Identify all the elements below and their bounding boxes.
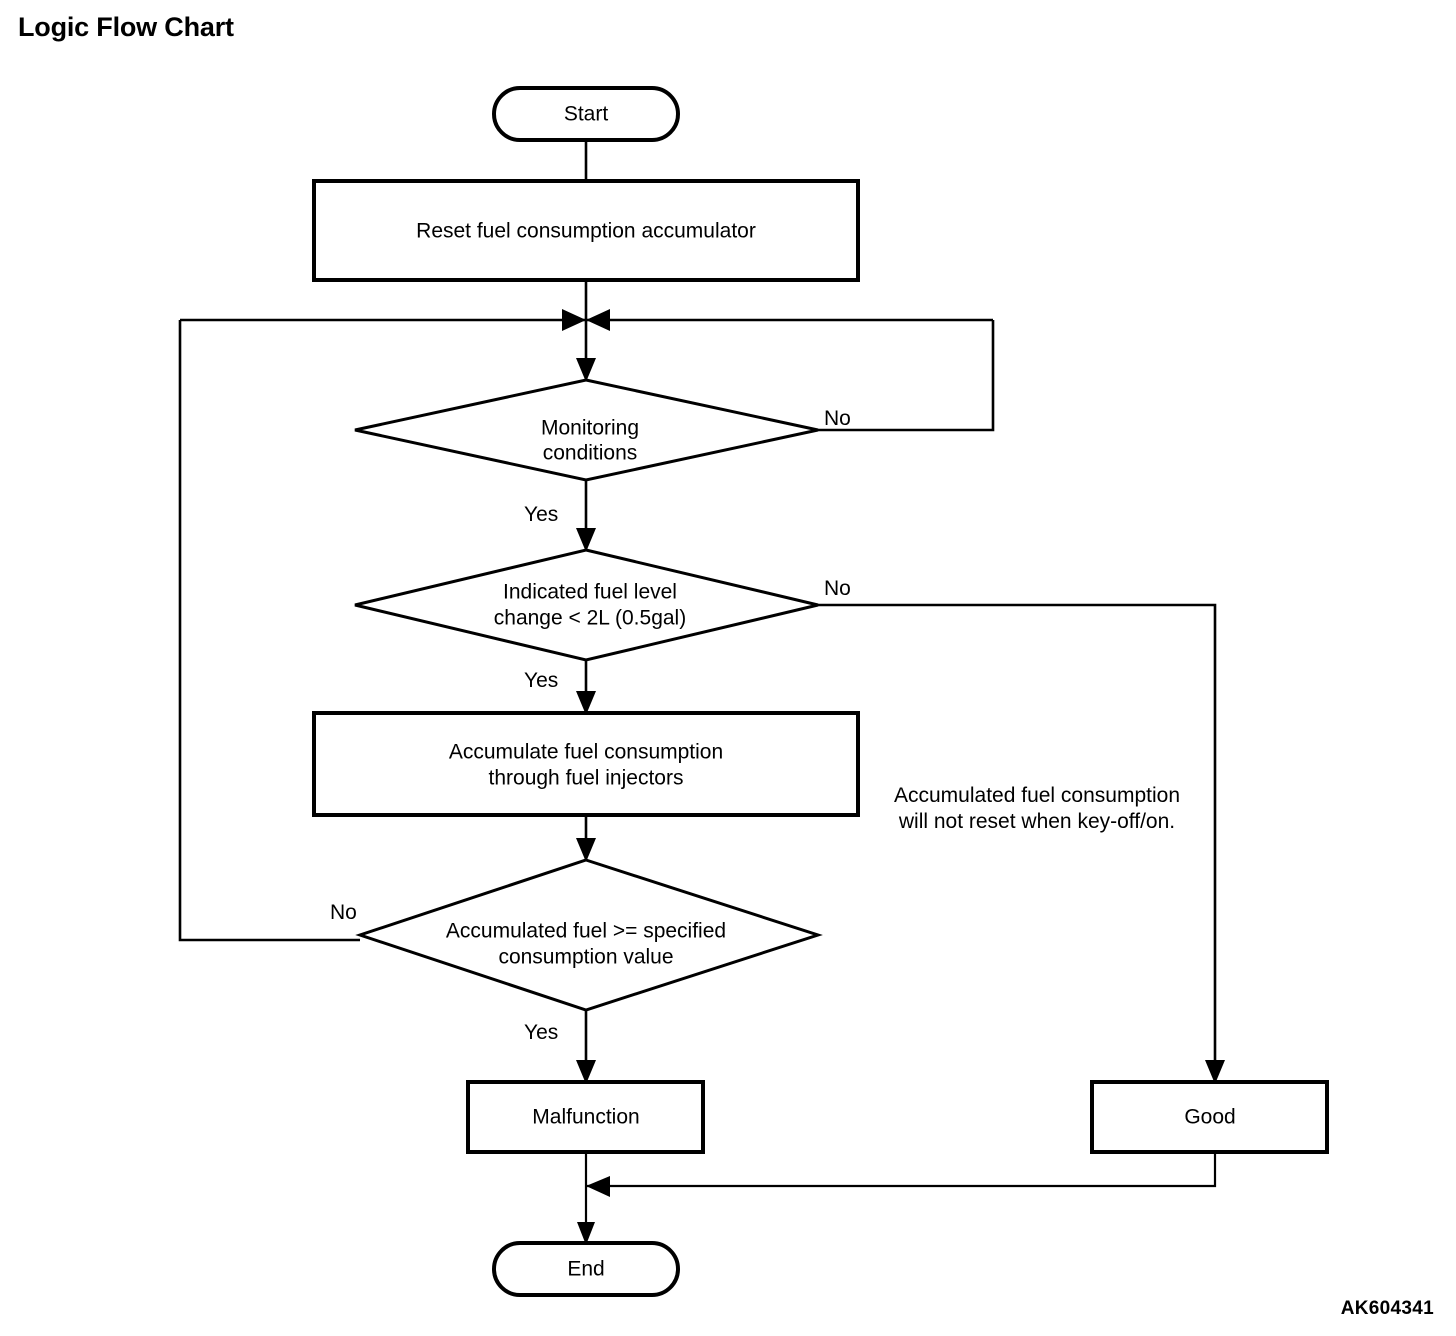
edge-fuel-level-yes xyxy=(576,660,596,715)
arrow-head-down-to-accumulate xyxy=(576,691,596,715)
edge-label-threshold-yes: Yes xyxy=(524,1021,558,1044)
edge-label-fuel-level-no: No xyxy=(824,577,851,600)
node-monitoring-conditions-label-line1: Monitoring xyxy=(541,417,639,440)
node-reset-accumulator[interactable]: Reset fuel consumption accumulator xyxy=(312,179,860,282)
arrow-head-down-to-fuel-level xyxy=(576,528,596,552)
edge-monitoring-no xyxy=(818,320,995,432)
arrow-head-merge-from-right xyxy=(586,309,610,331)
node-monitoring-conditions-label-line2: conditions xyxy=(543,442,638,465)
edge-label-fuel-level-yes: Yes xyxy=(524,669,558,692)
node-monitoring-conditions[interactable]: Monitoring conditions xyxy=(354,378,819,482)
page-title: Logic Flow Chart xyxy=(18,12,234,42)
arrow-head-left-to-end-line xyxy=(586,1176,610,1197)
edge-label-threshold-no: No xyxy=(330,901,357,924)
arrow-head-down-to-malfunction xyxy=(576,1060,596,1084)
node-start[interactable]: Start xyxy=(492,86,680,142)
node-good[interactable]: Good xyxy=(1090,1080,1329,1154)
node-accumulated-fuel-threshold-label-line1: Accumulated fuel >= specified xyxy=(446,920,726,943)
edge-monitoring-yes xyxy=(576,480,596,552)
annotation-key-off-note-line1: Accumulated fuel consumption xyxy=(894,784,1180,807)
annotation-key-off-note-line2: will not reset when key-off/on. xyxy=(898,810,1175,833)
node-end[interactable]: End xyxy=(492,1241,680,1297)
node-indicated-fuel-level-change-label-line1: Indicated fuel level xyxy=(503,581,677,604)
arrow-head-down-to-end xyxy=(577,1222,595,1245)
arrow-head-down-to-threshold xyxy=(576,838,596,862)
edge-threshold-no xyxy=(178,320,360,942)
edge-accumulate-to-threshold xyxy=(576,815,596,862)
node-accumulated-fuel-threshold-label-line2: consumption value xyxy=(498,946,673,969)
node-accumulate-fuel-consumption-label-line1: Accumulate fuel consumption xyxy=(449,741,723,764)
merge-junction-bus xyxy=(180,309,993,331)
node-indicated-fuel-level-change-label-line2: change < 2L (0.5gal) xyxy=(494,607,686,630)
node-good-label: Good xyxy=(1184,1106,1235,1129)
node-malfunction[interactable]: Malfunction xyxy=(466,1080,705,1154)
node-accumulated-fuel-threshold[interactable]: Accumulated fuel >= specified consumptio… xyxy=(355,858,823,1012)
node-malfunction-label: Malfunction xyxy=(532,1106,639,1129)
edge-good-to-end xyxy=(586,1152,1217,1197)
arrow-head-merge-from-left xyxy=(562,309,586,331)
node-end-label: End xyxy=(567,1258,604,1281)
edge-threshold-yes xyxy=(576,1010,596,1084)
node-accumulate-fuel-consumption[interactable]: Accumulate fuel consumption through fuel… xyxy=(312,711,860,817)
figure-code: AK604341 xyxy=(1340,1298,1434,1319)
node-accumulate-fuel-consumption-label-line2: through fuel injectors xyxy=(489,767,684,790)
edge-label-monitoring-no: No xyxy=(824,407,851,430)
edge-label-monitoring-yes: Yes xyxy=(524,503,558,526)
edge-fuel-level-no xyxy=(818,603,1225,1084)
arrow-head-down-to-monitoring xyxy=(576,358,596,382)
edge-malfunction-to-end xyxy=(577,1152,595,1245)
node-indicated-fuel-level-change[interactable]: Indicated fuel level change < 2L (0.5gal… xyxy=(354,548,819,662)
edge-reset-to-monitoring xyxy=(576,280,596,382)
node-start-label: Start xyxy=(564,103,609,126)
annotation-key-off-note: Accumulated fuel consumption will not re… xyxy=(894,784,1180,833)
arrow-head-down-to-good xyxy=(1205,1060,1225,1084)
node-reset-accumulator-label: Reset fuel consumption accumulator xyxy=(416,220,756,243)
